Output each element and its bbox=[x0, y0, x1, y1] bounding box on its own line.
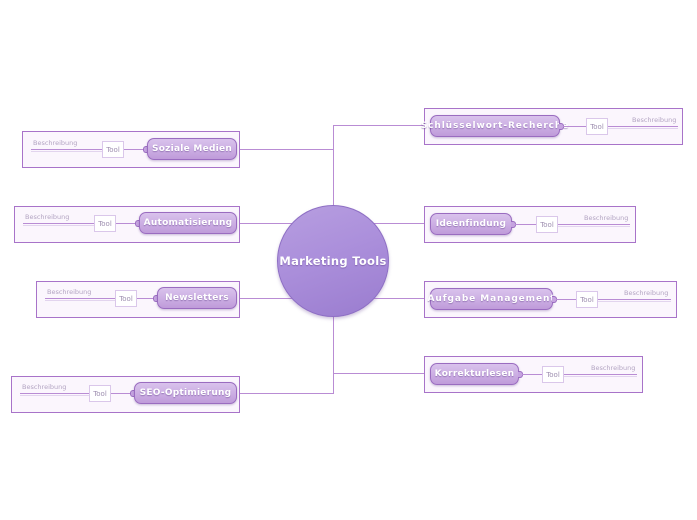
branch-line-left-4 bbox=[240, 393, 334, 394]
description-label-left-3: Beschreibung bbox=[47, 288, 92, 296]
description-rule-right-2 bbox=[558, 226, 630, 227]
connector-tool-node-left-1 bbox=[124, 149, 146, 150]
connector-notch-left-2 bbox=[135, 220, 140, 227]
connector-tool-node-left-2 bbox=[116, 223, 138, 224]
tool-box-left-3[interactable]: Tool bbox=[115, 290, 137, 307]
branch-line-left-2 bbox=[240, 223, 334, 224]
description-label-right-4: Beschreibung bbox=[591, 364, 636, 372]
description-rule-right-4 bbox=[564, 376, 637, 377]
description-rule-left-3 bbox=[45, 300, 115, 301]
topic-node-label: Korrekturlesen bbox=[434, 369, 515, 379]
connector-node-tool-right-3 bbox=[556, 299, 576, 300]
tool-box-label: Tool bbox=[580, 295, 594, 304]
description-rule-right-1 bbox=[608, 128, 678, 129]
tool-box-label: Tool bbox=[119, 294, 133, 303]
topic-node-label: Automatisierung bbox=[143, 218, 233, 228]
connector-tool-desc-right-4 bbox=[564, 374, 637, 375]
description-rule-right-3 bbox=[598, 301, 671, 302]
topic-node-seo-optimierung[interactable]: SEO-Optimierung bbox=[134, 382, 237, 404]
branch-line-right-3 bbox=[333, 298, 428, 299]
topic-node-label: Soziale Medien bbox=[152, 144, 232, 154]
description-label-right-2: Beschreibung bbox=[584, 214, 629, 222]
topic-node-soziale-medien[interactable]: Soziale Medien bbox=[147, 138, 237, 160]
tool-box-label: Tool bbox=[93, 389, 107, 398]
branch-line-right-2 bbox=[333, 223, 428, 224]
connector-tool-desc-right-1 bbox=[608, 126, 678, 127]
connector-notch-left-1 bbox=[143, 146, 148, 153]
tool-box-right-4[interactable]: Tool bbox=[542, 366, 564, 383]
center-node-label: Marketing Tools bbox=[279, 254, 387, 268]
branch-line-right-4 bbox=[333, 373, 428, 374]
topic-node-label: Newsletters bbox=[165, 293, 229, 303]
tool-box-left-4[interactable]: Tool bbox=[89, 385, 111, 402]
tool-box-label: Tool bbox=[106, 145, 120, 154]
center-node-marketing-tools[interactable]: Marketing Tools bbox=[277, 205, 389, 317]
description-rule-left-4 bbox=[20, 395, 90, 396]
description-rule-left-2 bbox=[23, 225, 95, 226]
tool-box-left-2[interactable]: Tool bbox=[94, 215, 116, 232]
tool-box-left-1[interactable]: Tool bbox=[102, 141, 124, 158]
tool-box-label: Tool bbox=[98, 219, 112, 228]
connector-notch-left-3 bbox=[153, 295, 158, 302]
connector-node-tool-right-4 bbox=[522, 374, 542, 375]
topic-node-schluesselwort-recherche[interactable]: Schlüsselwort-Recherche bbox=[421, 115, 568, 137]
tool-box-right-2[interactable]: Tool bbox=[536, 216, 558, 233]
topic-node-newsletters[interactable]: Newsletters bbox=[157, 287, 237, 309]
topic-node-automatisierung[interactable]: Automatisierung bbox=[139, 212, 237, 234]
branch-line-left-3 bbox=[240, 298, 334, 299]
tool-box-label: Tool bbox=[540, 220, 554, 229]
topic-node-aufgabe-management[interactable]: Aufgabe Management bbox=[427, 288, 556, 310]
tool-box-right-1[interactable]: Tool bbox=[586, 118, 608, 135]
topic-node-label: Aufgabe Management bbox=[427, 294, 556, 304]
topic-node-korrekturlesen[interactable]: Korrekturlesen bbox=[430, 363, 519, 385]
connector-notch-left-4 bbox=[130, 390, 135, 397]
branch-line-left-1 bbox=[240, 149, 334, 150]
description-label-left-2: Beschreibung bbox=[25, 213, 70, 221]
connector-tool-desc-right-3 bbox=[598, 299, 671, 300]
branch-line-right-1 bbox=[333, 125, 428, 126]
connector-tool-node-left-4 bbox=[111, 393, 133, 394]
connector-node-tool-right-2 bbox=[515, 224, 537, 225]
topic-node-label: Schlüsselwort-Recherche bbox=[420, 121, 570, 131]
connector-desc-tool-left-3 bbox=[45, 298, 115, 299]
connector-node-tool-right-1 bbox=[563, 126, 586, 127]
description-label-left-4: Beschreibung bbox=[22, 383, 67, 391]
tool-box-right-3[interactable]: Tool bbox=[576, 291, 598, 308]
description-label-right-1: Beschreibung bbox=[632, 116, 677, 124]
connector-desc-tool-left-4 bbox=[20, 393, 90, 394]
description-rule-left-1 bbox=[31, 151, 103, 152]
connector-tool-desc-right-2 bbox=[558, 224, 630, 225]
description-label-right-3: Beschreibung bbox=[624, 289, 669, 297]
topic-node-label: SEO-Optimierung bbox=[139, 388, 232, 398]
description-label-left-1: Beschreibung bbox=[33, 139, 78, 147]
connector-desc-tool-left-2 bbox=[23, 223, 95, 224]
tool-box-label: Tool bbox=[546, 370, 560, 379]
topic-node-ideenfindung[interactable]: Ideenfindung bbox=[430, 213, 512, 235]
connector-desc-tool-left-1 bbox=[31, 149, 103, 150]
connector-tool-node-left-3 bbox=[137, 298, 156, 299]
topic-node-label: Ideenfindung bbox=[435, 219, 507, 229]
tool-box-label: Tool bbox=[590, 122, 604, 131]
